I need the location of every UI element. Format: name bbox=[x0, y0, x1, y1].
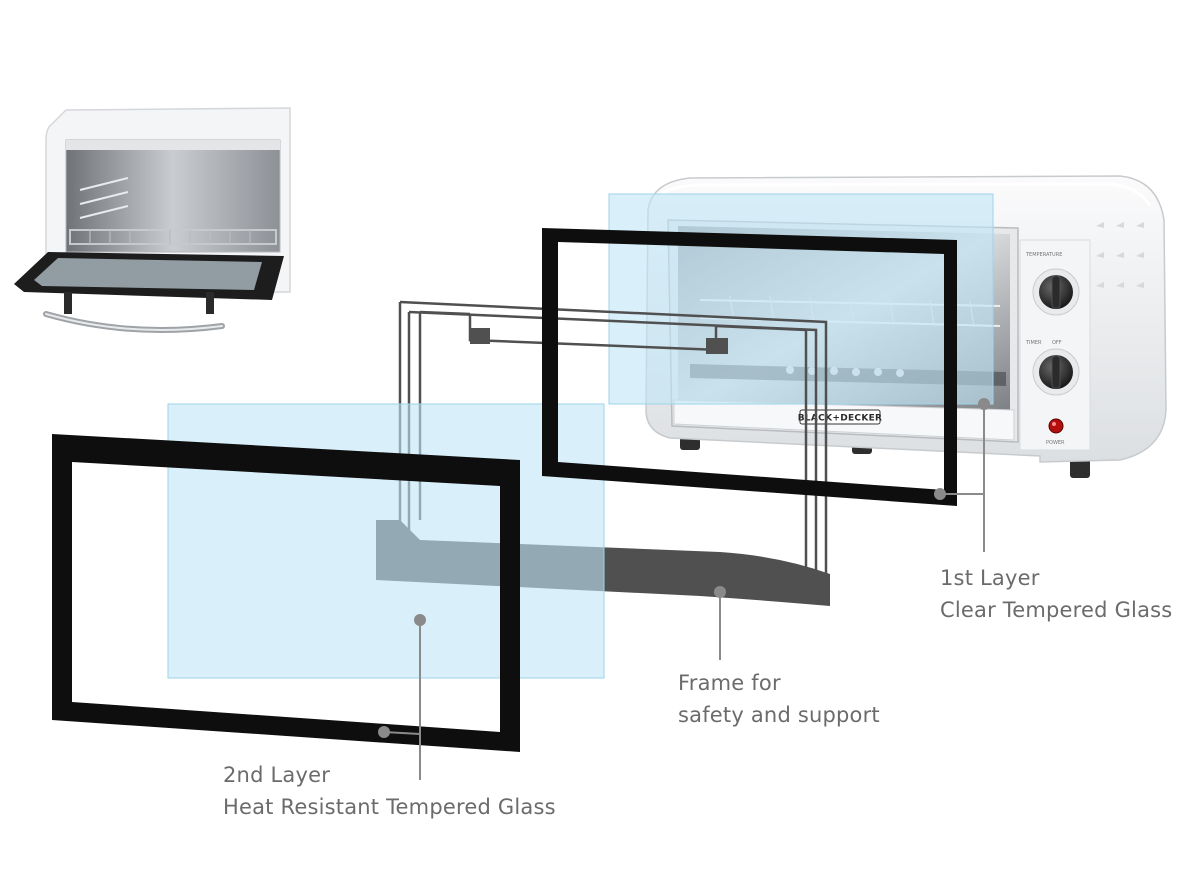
callout-second-layer-subtitle: Heat Resistant Tempered Glass bbox=[223, 791, 556, 823]
callout-first-layer-subtitle: Clear Tempered Glass bbox=[940, 594, 1172, 626]
off-label: OFF bbox=[1052, 340, 1062, 346]
callout-frame: Frame for safety and support bbox=[678, 667, 880, 731]
callout-frame-title: Frame for bbox=[678, 667, 880, 699]
power-indicator-light bbox=[1049, 419, 1063, 433]
callout-first-layer-title: 1st Layer bbox=[940, 562, 1172, 594]
temperature-label: TEMPERATURE bbox=[1025, 252, 1062, 258]
brand-logo-text: BLACK+DECKER bbox=[798, 414, 883, 424]
power-label: POWER bbox=[1046, 440, 1065, 446]
timer-label: TIMER bbox=[1025, 340, 1042, 346]
timer-knob[interactable] bbox=[1033, 349, 1079, 395]
callout-frame-subtitle: safety and support bbox=[678, 699, 880, 731]
brand-badge: BLACK+DECKER bbox=[798, 410, 883, 424]
callout-first-layer: 1st Layer Clear Tempered Glass bbox=[940, 562, 1172, 626]
callout-second-layer: 2nd Layer Heat Resistant Tempered Glass bbox=[223, 759, 556, 823]
open-oven-illustration bbox=[14, 108, 290, 330]
temperature-knob[interactable] bbox=[1033, 269, 1079, 315]
first-layer-glass-pane bbox=[609, 194, 993, 404]
callout-second-layer-title: 2nd Layer bbox=[223, 759, 556, 791]
